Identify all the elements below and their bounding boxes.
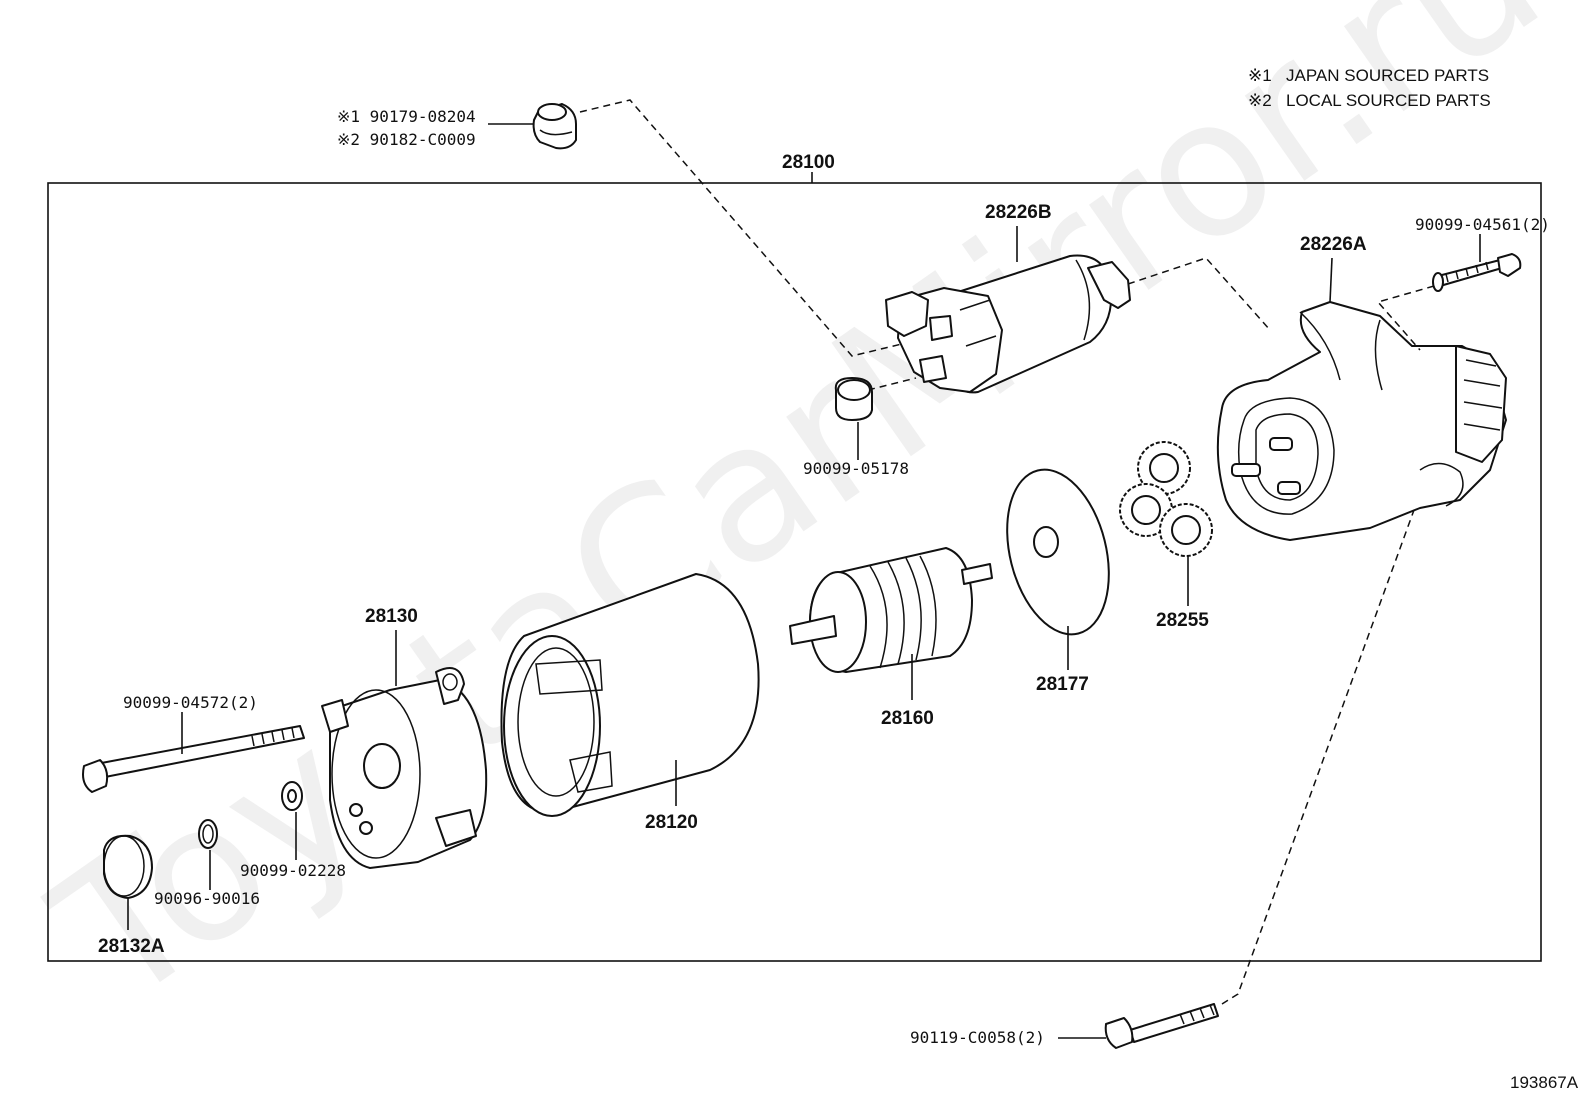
leader-top-cap xyxy=(579,99,911,357)
callout-cap: 28132A xyxy=(98,936,165,957)
leader-bolt-bottom xyxy=(1221,509,1415,1005)
through-bolt[interactable] xyxy=(82,725,305,793)
callout-yoke: 28120 xyxy=(645,812,698,833)
leader-solenoid-housing xyxy=(1127,257,1271,331)
legend-text-2: LOCAL SOURCED PARTS xyxy=(1286,91,1491,110)
callout-washer: 90099-02228 xyxy=(240,861,346,880)
callout-bolt-top-local: ※2 90182-C0009 xyxy=(337,130,476,149)
callout-armature: 28160 xyxy=(881,708,934,729)
callout-through-bolt: 90099-04572(2) xyxy=(123,693,258,712)
leader-screw-housing xyxy=(1376,285,1435,351)
legend-mark-2: ※2 xyxy=(1248,91,1272,110)
assembly-frame xyxy=(47,182,1542,962)
bolt-bottom[interactable] xyxy=(1104,1003,1219,1049)
end-cap[interactable] xyxy=(103,834,153,899)
callout-gears: 28255 xyxy=(1156,610,1209,631)
cap-nut-top[interactable] xyxy=(532,103,577,150)
legend: ※1 JAPAN SOURCED PARTS ※2 LOCAL SOURCED … xyxy=(1248,66,1491,110)
callout-bolt-top-japan: ※1 90179-08204 xyxy=(337,107,476,126)
yoke[interactable] xyxy=(500,573,760,817)
plate[interactable] xyxy=(991,459,1125,645)
callout-housing: 28226A xyxy=(1300,234,1367,255)
nut-solenoid[interactable] xyxy=(834,377,873,421)
assembly-label: 28100 xyxy=(782,152,835,173)
end-frame[interactable] xyxy=(321,667,488,869)
diagram-id: 193867A xyxy=(1510,1073,1579,1092)
callout-ring: 90096-90016 xyxy=(154,889,260,908)
screw-housing[interactable] xyxy=(1432,253,1522,292)
starter-housing[interactable] xyxy=(1216,301,1507,541)
legend-text-1: JAPAN SOURCED PARTS xyxy=(1286,66,1489,85)
armature[interactable] xyxy=(789,547,993,673)
callout-nut-solenoid: 90099-05178 xyxy=(803,459,909,478)
washer[interactable] xyxy=(281,781,303,811)
ring[interactable] xyxy=(198,819,218,849)
callout-screw-housing: 90099-04561(2) xyxy=(1415,215,1550,234)
callout-plate: 28177 xyxy=(1036,674,1089,695)
callout-solenoid: 28226B xyxy=(985,202,1052,223)
callout-end-frame: 28130 xyxy=(365,606,418,627)
leader-nut-solenoid xyxy=(867,377,917,391)
planetary-gears[interactable] xyxy=(1119,441,1213,557)
legend-mark-1: ※1 xyxy=(1248,66,1272,85)
solenoid-switch[interactable] xyxy=(885,254,1131,394)
callout-bolt-bottom: 90119-C0058(2) xyxy=(910,1028,1045,1047)
